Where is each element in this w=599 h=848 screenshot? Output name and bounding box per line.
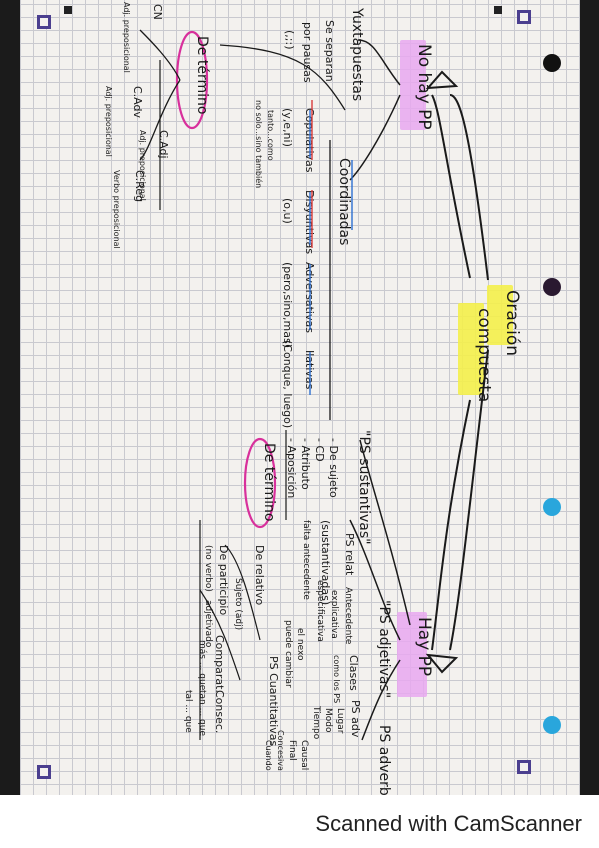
- text-comp-3: más ... que: [197, 640, 207, 691]
- text-adj-espec: especificativa: [315, 580, 325, 642]
- text-adv-6: Final: [287, 740, 297, 761]
- line-de-termino-branches: [139, 79, 181, 161]
- line-to-sustantivas: [359, 439, 411, 626]
- text-adj-ant: Antecedente: [343, 587, 353, 645]
- text-adv-8: Cuando: [264, 740, 273, 771]
- line-to-adverbiales: [361, 659, 401, 741]
- handwritten-concept-map: Oración compuesta No hay PP Hay PP Yuxta…: [104, 2, 522, 795]
- label-de-termino-left: De término: [194, 36, 210, 114]
- text-cadv: C.Adv: [131, 86, 144, 118]
- text-separan: Se separan: [323, 20, 336, 82]
- text-cn: CN: [151, 4, 164, 20]
- title-compuesta: compuesta: [474, 308, 494, 402]
- label-adjetivas: "PS adjetivas": [376, 600, 392, 698]
- branch-no-hay-pp: No hay PP: [414, 44, 434, 130]
- text-cadj-note: Adj. preposicional: [138, 130, 147, 201]
- text-sust-2: - CD: [313, 438, 326, 462]
- corner-marker-top-left: [37, 15, 51, 29]
- text-adj-sust: (sustantivadas): [319, 520, 332, 605]
- text-adj-expl: explicativa: [329, 590, 339, 639]
- text-relativo-note: Sujeto (adj): [233, 578, 243, 630]
- line-to-coordinadas: [349, 94, 401, 181]
- small-square-mark: [494, 6, 502, 14]
- text-adv-7: Concesiva: [276, 730, 285, 771]
- text-adv-3: Modo: [323, 708, 333, 733]
- text-ilativas-nexo: (Conque, luego): [281, 340, 294, 428]
- arrow-to-hay-pp: [449, 349, 489, 651]
- highlight-hay-pp: [397, 612, 427, 697]
- highlight-no-hay-pp: [400, 40, 426, 130]
- text-comparativas: PS Cuantitativas: [267, 656, 280, 747]
- text-relativo: De relativo: [253, 545, 266, 605]
- label-coordinadas: Coordinadas: [336, 158, 352, 245]
- text-adversativas-nexo: (pero,sino,mas): [281, 262, 294, 348]
- line-to-relativo: [224, 544, 261, 641]
- scanner-watermark: Scanned with CamScanner: [315, 810, 582, 836]
- scanned-page: Oración compuesta No hay PP Hay PP Yuxta…: [0, 0, 599, 795]
- text-pausas-signs: (,;:): [283, 30, 296, 50]
- text-adj-clases-note: como los PS: [332, 655, 341, 703]
- line-to-participio: [199, 589, 241, 681]
- text-comp-5: tal ... que: [183, 690, 193, 733]
- corner-marker-bottom-right: [517, 760, 531, 774]
- text-sust-1: - De sujeto: [327, 438, 340, 498]
- line-to-de-termino: [219, 44, 346, 111]
- title-oracion: Oración: [502, 290, 522, 356]
- punch-hole: [543, 716, 561, 734]
- arrowhead-hay-pp: [425, 653, 459, 674]
- corner-marker-bottom-left: [37, 765, 51, 779]
- arrow-to-hay-pp-outline: [431, 399, 471, 651]
- label-yuxtapuestas: Yuxtapuestas: [349, 7, 365, 101]
- label-adverbiales: PS adverbiales: [376, 725, 392, 795]
- text-copulativas-nexo: (y,e,ni): [281, 108, 294, 147]
- text-disyuntivas-nexo: (o,u): [281, 198, 294, 224]
- text-adj-relat: PS relat: [343, 533, 356, 576]
- punch-hole: [543, 54, 561, 72]
- scanner-footer: Scanned with CamScanner: [0, 795, 599, 848]
- text-cadv-note: Adj. preposicional: [104, 86, 113, 157]
- label-sustantivas: "PS sustantivas": [356, 430, 372, 545]
- text-adj-puede: puede cambiar: [283, 620, 293, 688]
- grid-paper-sheet: [20, 0, 580, 795]
- text-copulativas-note2: no solo...sino también: [254, 100, 264, 188]
- text-participio-note: adjetivado: [203, 600, 213, 648]
- punch-hole: [543, 498, 561, 516]
- circle-de-termino-left: [175, 30, 209, 130]
- corner-marker-top-right: [517, 10, 531, 24]
- text-adv-5: Causal: [299, 740, 309, 770]
- text-adj-sust-note: falta antecedente: [301, 520, 311, 600]
- text-adv-2: Lugar: [335, 708, 345, 734]
- circle-de-termino-right: [243, 437, 277, 529]
- text-copulativas-note1: tanto...como: [266, 110, 275, 161]
- text-creg: C.Reg: [133, 170, 146, 202]
- small-square-mark: [64, 6, 72, 14]
- text-creg-note: Verbo preposicional: [112, 170, 121, 249]
- highlight-oracion: [487, 285, 513, 345]
- text-comp-2: Consec.: [213, 690, 226, 733]
- line-de-termino-cn: [139, 29, 181, 81]
- text-comp-1: Comparat.: [213, 635, 226, 693]
- text-comp-4: tan ... que: [197, 690, 207, 736]
- text-adj-elnexo: el nexo: [295, 628, 305, 661]
- label-de-termino-right: De término: [261, 443, 277, 521]
- text-sust-4: - Aposición: [285, 438, 298, 498]
- arrow-to-no-hay-pp: [449, 94, 489, 281]
- text-adv-1: PS adv: [349, 700, 362, 738]
- text-cn-note: Adj. preposicional: [122, 2, 131, 73]
- line-to-adjetivas: [349, 519, 401, 641]
- arrowhead-no-hay-pp: [425, 70, 459, 90]
- highlight-compuesta: [458, 303, 484, 395]
- text-adj-clases: Clases: [347, 655, 360, 691]
- text-participio: De participio: [217, 545, 230, 615]
- line-to-yuxtapuestas: [357, 39, 401, 86]
- text-sust-3: - Atributo: [299, 438, 312, 490]
- text-cadj: C.Adj: [157, 130, 170, 159]
- arrow-to-no-hay-pp-outline: [431, 94, 471, 279]
- text-pausas: por pausas: [301, 22, 314, 83]
- text-participio-2: (no verbo): [203, 545, 213, 592]
- branch-hay-pp: Hay PP: [414, 617, 434, 676]
- text-adv-4: Tiempo: [311, 705, 321, 740]
- punch-hole: [543, 278, 561, 296]
